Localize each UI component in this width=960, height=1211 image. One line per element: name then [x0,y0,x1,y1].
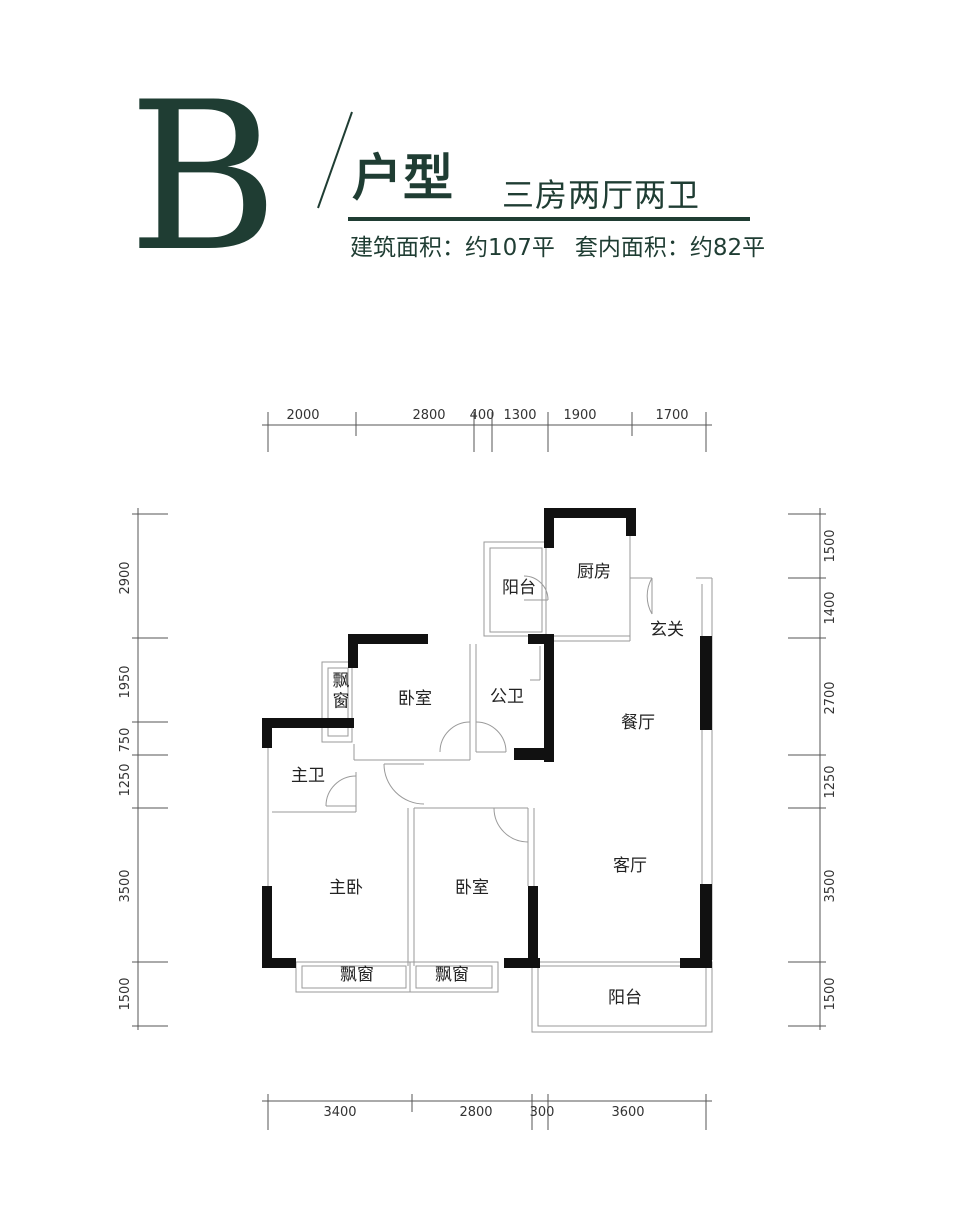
unit-type-label: 户型 [352,149,454,207]
dim-top-1: 2000 [286,408,319,423]
room-balcony-bottom: 阳台 [608,988,642,1008]
unit-layout: 三房两厅两卫 [502,176,701,214]
title-underline [348,217,750,221]
room-entrance: 玄关 [650,620,684,640]
area-info: 建筑面积：约107平套内面积：约82平 [350,228,785,262]
doors [325,575,653,843]
dim-bottom-2: 2800 [459,1105,492,1120]
header-decor [317,111,750,221]
dim-left: 2900 1950 750 1250 3500 1500 [118,508,168,1030]
room-master-bedroom: 主卧 [329,878,363,898]
dim-bottom: 3400 2800 300 3600 [262,1094,712,1130]
room-labels: 厨房 阳台 玄关 卧室 飘窗 公卫 餐厅 主卫 主卧 卧室 客厅 飘窗 飘窗 阳… [291,562,684,1008]
dim-left-3: 750 [118,728,133,753]
building-area: 建筑面积：约107平 [350,235,555,261]
header: B 户型 三房两厅两卫 建筑面积：约107平套内面积：约82平 [0,0,960,300]
slash-divider [317,111,353,209]
dim-right-6: 1500 [823,977,838,1010]
dim-top-5: 1900 [563,408,596,423]
room-bay-window-1: 飘窗 [340,965,374,985]
room-public-bath: 公卫 [490,687,524,707]
dim-top-6: 1700 [655,408,688,423]
dim-left-2: 1950 [118,665,133,698]
dim-bottom-4: 3600 [611,1105,644,1120]
thick-walls [262,508,712,968]
inner-area: 套内面积：约82平 [574,235,766,261]
dim-top-2: 2800 [412,408,445,423]
room-living: 客厅 [613,856,647,876]
room-master-bath: 主卫 [291,766,325,786]
room-bedroom-top: 卧室 [398,689,432,709]
room-bay-window-left: 飘窗 [333,671,350,711]
unit-letter: B [128,59,279,297]
dim-right-3: 2700 [823,681,838,714]
dim-right-1: 1500 [823,529,838,562]
dim-right-2: 1400 [823,591,838,624]
dim-left-4: 1250 [118,763,133,796]
room-kitchen: 厨房 [577,562,611,582]
room-bay-window-2: 飘窗 [435,965,469,985]
dim-top-4: 1300 [503,408,536,423]
dim-left-6: 1500 [118,977,133,1010]
dim-right: 1500 1400 2700 1250 3500 1500 [788,508,838,1030]
room-balcony-top: 阳台 [502,578,536,598]
dim-right-5: 3500 [823,869,838,902]
dim-top: 2000 2800 400 1300 1900 1700 [262,408,712,452]
dim-left-1: 2900 [118,561,133,594]
room-bedroom-bottom: 卧室 [455,878,489,898]
room-dining: 餐厅 [621,713,655,733]
dim-top-3: 400 [470,408,495,423]
thin-walls [267,514,713,1033]
dim-bottom-3: 300 [530,1105,555,1120]
dim-bottom-1: 3400 [323,1105,356,1120]
dim-left-5: 3500 [118,869,133,902]
dim-right-4: 1250 [823,765,838,798]
